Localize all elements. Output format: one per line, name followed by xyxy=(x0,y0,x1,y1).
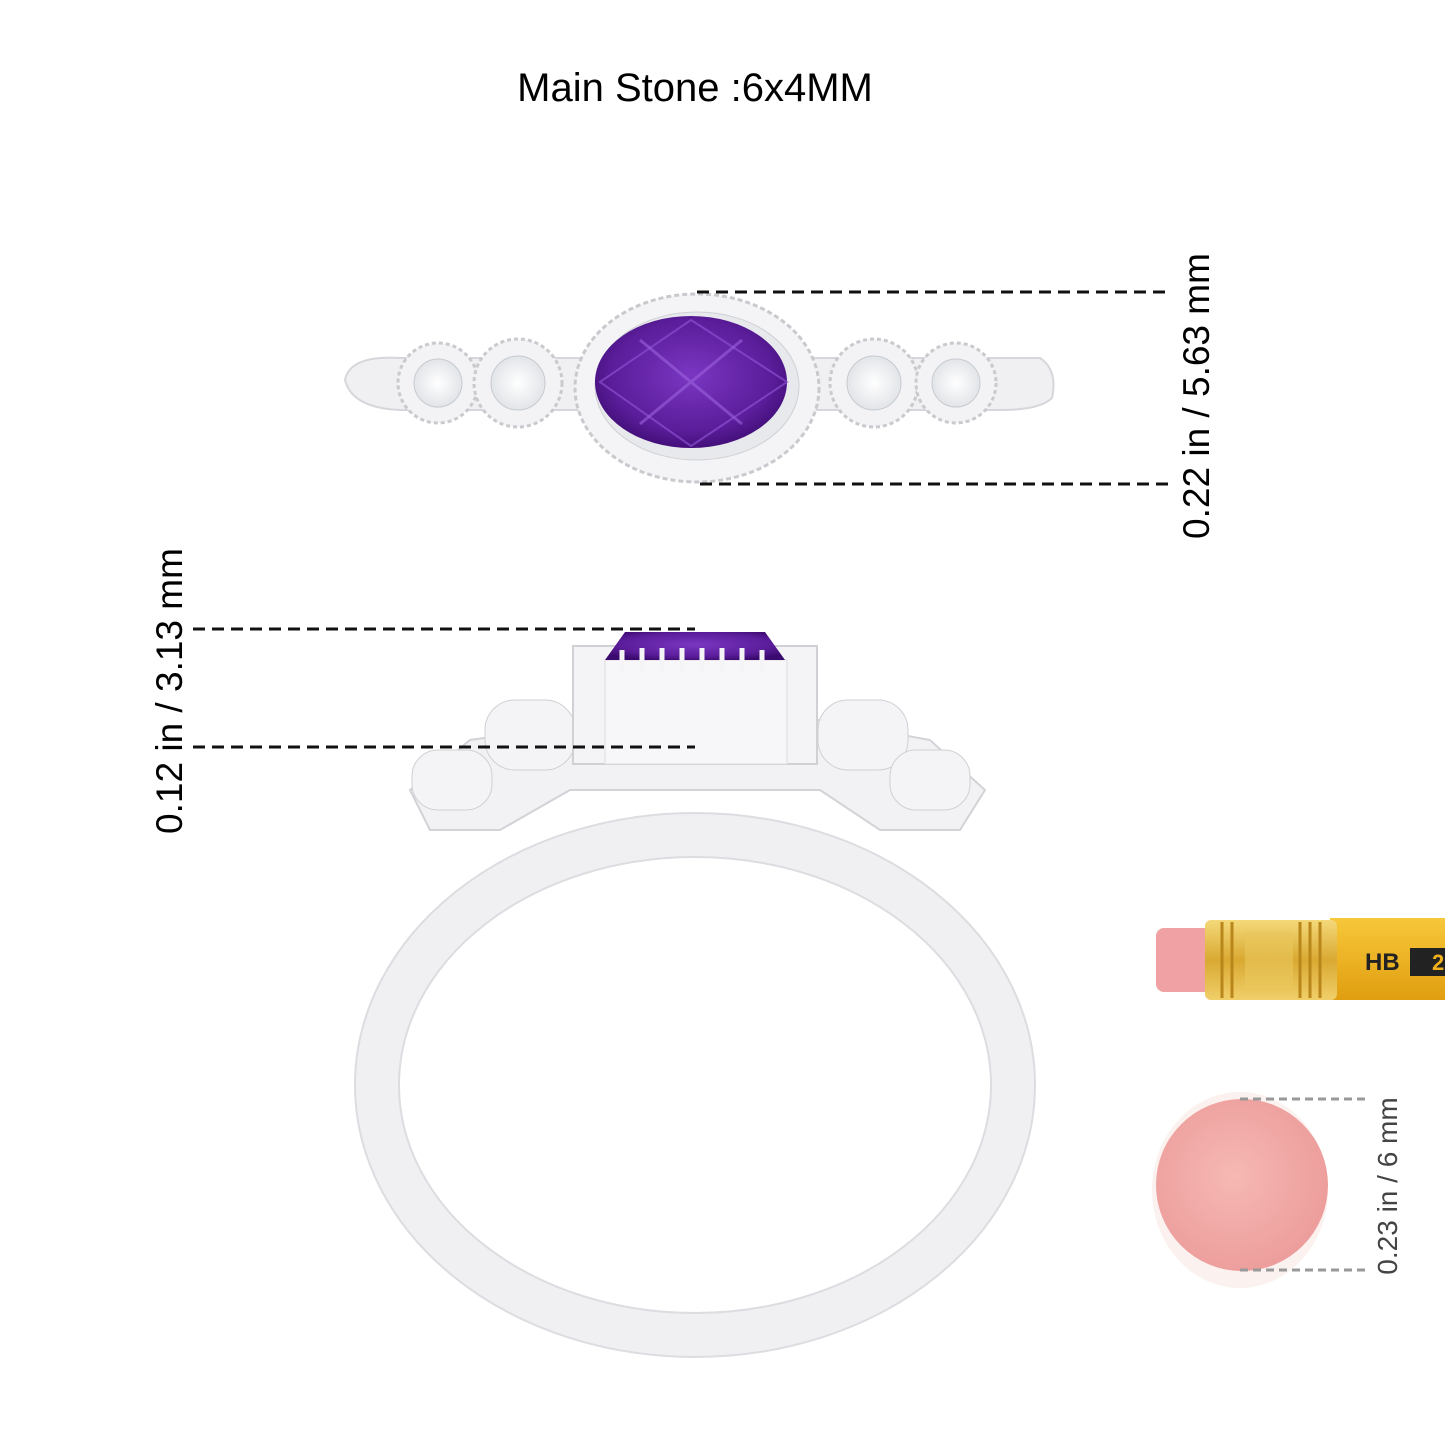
side-diamond-left-outer xyxy=(396,341,480,425)
dimension-lines-top xyxy=(697,290,1172,486)
pencil-grade-label: HB xyxy=(1365,949,1400,976)
dimension-label-top-view: 0.22 in / 5.63 mm xyxy=(1176,253,1217,539)
side-diamond-right-inner xyxy=(828,337,920,429)
main-stone-side xyxy=(605,632,785,672)
ring-side-view xyxy=(354,632,1036,1358)
eraser-reference xyxy=(1152,1092,1328,1288)
page-title: Main Stone :6x4MM xyxy=(517,66,873,110)
side-milgrain-right xyxy=(817,699,971,811)
dimension-label-eraser: 0.23 in / 6 mm xyxy=(1372,1097,1403,1275)
dimension-label-side-view: 0.12 in / 3.13 mm xyxy=(149,548,190,834)
side-diamond-right-outer xyxy=(914,341,998,425)
pencil-number-label: 2 xyxy=(1432,950,1444,975)
pencil-reference: HB 2 xyxy=(1156,918,1445,1000)
dimension-lines-eraser xyxy=(1240,1097,1370,1272)
dimension-lines-side xyxy=(193,627,695,749)
side-milgrain-left xyxy=(411,699,576,811)
ring-top-view xyxy=(343,292,1055,484)
side-diamond-left-inner xyxy=(472,337,564,429)
main-stone-top xyxy=(573,292,821,484)
